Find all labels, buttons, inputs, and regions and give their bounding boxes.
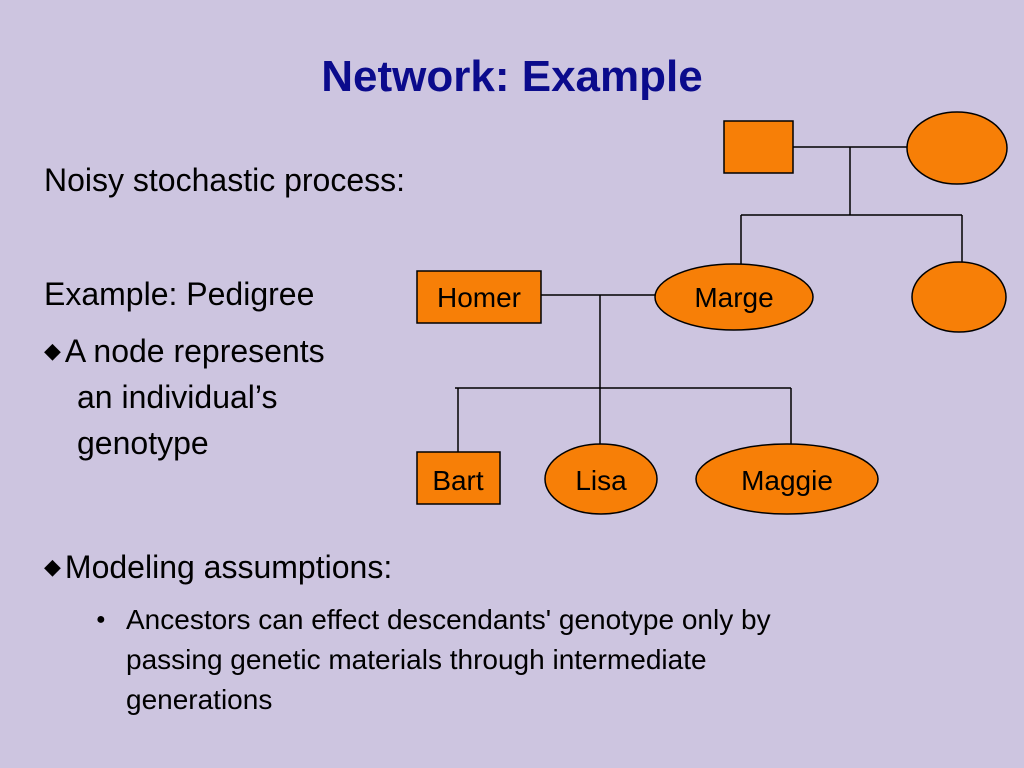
bart-node [416,451,501,505]
node-bullet-line-1: A node represents [64,333,325,369]
node-bullet-line-2: an individual’s [77,379,278,415]
grandmother-node [906,111,1008,185]
bart-label: Bart [432,465,484,496]
ancestors-line-1: Ancestors can effect descendants' genoty… [126,604,771,635]
diamond-bullet-icon: ◆ [44,338,61,363]
example-pedigree-text: Example: Pedigree [44,276,315,312]
diamond-bullet-icon: ◆ [44,554,61,579]
marge-label: Marge [694,282,773,313]
maggie-label: Maggie [741,465,833,496]
lisa-node [544,443,658,515]
lisa-label: Lisa [575,465,627,496]
homer-node [416,270,542,324]
grandfather-node [723,120,794,174]
node-bullet-line-3: genotype [77,425,209,461]
maggie-node [695,443,879,515]
marge-sibling-node [911,261,1007,333]
homer-label: Homer [437,282,521,313]
modeling-assumptions-text: Modeling assumptions: [64,549,393,585]
ancestors-line-2: passing genetic materials through interm… [126,644,707,675]
node-bullet: ◆A node represents [44,328,325,378]
modeling-bullet: ◆Modeling assumptions: [44,544,392,594]
noisy-process-text: Noisy stochastic process: [44,162,406,198]
ancestors-line-3: generations [126,684,273,715]
round-bullet-icon: ● [96,611,106,628]
slide-title: Network: Example [321,52,703,101]
marge-node [654,263,814,331]
